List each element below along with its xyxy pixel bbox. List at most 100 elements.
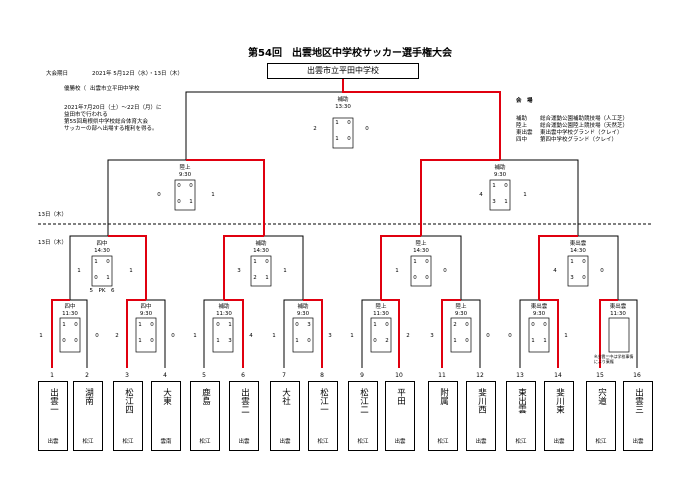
qf-total: 0	[443, 268, 447, 274]
qf-score: 0	[413, 275, 417, 281]
r1-time: 9:30	[454, 311, 468, 317]
qf-venue: 四中	[96, 241, 108, 247]
qf-score: 0	[582, 275, 586, 281]
r1-time: 11:30	[62, 311, 78, 317]
team-number: 13	[516, 372, 524, 379]
r1-time: 9:30	[296, 311, 310, 317]
final-total: 0	[365, 126, 369, 132]
venue-code: 陸上	[516, 123, 528, 129]
r1-total: 0	[508, 333, 512, 339]
r1-venue: 補助	[218, 304, 230, 310]
team-box: 東出雲松江	[506, 381, 536, 451]
r1-venue: 陸上	[455, 304, 467, 310]
team-number: 3	[125, 372, 129, 379]
qf-total: 1	[283, 268, 287, 274]
team-box: 松江四松江	[113, 381, 143, 451]
qf-total: 1	[395, 268, 399, 274]
team-region: 松江	[317, 439, 329, 445]
r1-score: 2	[453, 322, 457, 328]
qf-score: 0	[265, 259, 269, 265]
qf-score: 1	[570, 259, 574, 265]
team-region: 松江	[199, 439, 211, 445]
r1-score: 1	[531, 338, 535, 344]
r1-score: 3	[307, 322, 311, 328]
sf-score: 1	[492, 183, 496, 189]
r1-score: 0	[216, 322, 220, 328]
team-region: 松江	[357, 439, 369, 445]
page-title: 第54回 出雲地区中学校サッカー選手権大会	[248, 48, 452, 59]
team-name: 出雲三	[633, 388, 644, 414]
qf-total: 1	[129, 268, 133, 274]
qf-score: 1	[265, 275, 269, 281]
r1-venue: 四中	[140, 304, 152, 310]
team-number: 6	[241, 372, 245, 379]
r1-time: 9:30	[139, 311, 153, 317]
r1-time: 11:30	[216, 311, 232, 317]
team-box: 松江一松江	[308, 381, 338, 451]
r1-score: 1	[62, 322, 66, 328]
qf-time: 14:30	[94, 248, 110, 254]
qf-venue: 東出雲	[569, 241, 587, 247]
team-region: 松江	[122, 439, 134, 445]
team-box: 出雲三出雲	[623, 381, 653, 451]
qf-score: 1	[413, 259, 417, 265]
r1-total: 1	[350, 333, 354, 339]
team-name: 平田	[395, 388, 406, 405]
sf-venue: 陸上	[179, 165, 191, 171]
team-region: 松江	[515, 439, 527, 445]
team-number: 14	[554, 372, 562, 379]
r1-score: 0	[74, 322, 78, 328]
team-name: 松江二	[358, 388, 369, 414]
venue-name: 東出雲中学校グランド（クレイ）	[540, 130, 623, 136]
r1-score: 0	[385, 322, 389, 328]
venue-code: 補助	[516, 116, 528, 122]
venue-name: 総合運動公園補助競技場（人工芝）	[540, 116, 629, 122]
r1-total: 0	[95, 333, 99, 339]
qf-score: 0	[94, 275, 98, 281]
r1-venue: 東出雲	[609, 304, 627, 310]
day-label: 13日（木）	[38, 212, 67, 218]
qf-time: 14:30	[413, 248, 429, 254]
team-name: 斐川西	[476, 388, 487, 414]
sf-total: 1	[211, 192, 215, 198]
qf-score: 0	[582, 259, 586, 265]
team-box: 平田出雲	[385, 381, 415, 451]
team-name: 松江一	[318, 388, 329, 414]
dates-label: 大会期日	[46, 71, 69, 77]
team-name: 湖南	[83, 388, 94, 405]
r1-score: 0	[150, 322, 154, 328]
qf-time: 14:30	[253, 248, 269, 254]
team-region: 出雲	[279, 439, 291, 445]
qf-score: 1	[94, 259, 98, 265]
team-region: 出雲	[238, 439, 250, 445]
team-name: 大社	[280, 388, 291, 405]
sf-time: 9:30	[493, 172, 507, 178]
r1-score: 0	[150, 338, 154, 344]
qf-score: 0	[106, 259, 110, 265]
r1-score: 1	[543, 338, 547, 344]
team-number: 4	[163, 372, 167, 379]
r1-total: 3	[430, 333, 434, 339]
note-line: 第55回島根県中学校総合体育大会	[64, 119, 148, 125]
r1-total: 3	[328, 333, 332, 339]
team-number: 16	[633, 372, 641, 379]
team-region: 出雲	[632, 439, 644, 445]
venue-code: 四中	[516, 137, 528, 143]
final-time: 13:30	[335, 104, 351, 110]
r1-venue: 東出雲	[530, 304, 548, 310]
r1-venue: 四中	[64, 304, 76, 310]
team-region: 出雲	[475, 439, 487, 445]
team-region: 出雲	[553, 439, 565, 445]
r1-score: 0	[373, 338, 377, 344]
final-score: 0	[347, 120, 351, 126]
champion-box: 出雲市立平田中学校	[267, 63, 419, 79]
r1-venue: 補助	[297, 304, 309, 310]
r1-total: 0	[486, 333, 490, 339]
final-score: 0	[347, 136, 351, 142]
team-region: 出雲	[394, 439, 406, 445]
team-number: 2	[85, 372, 89, 379]
team-number: 10	[395, 372, 403, 379]
team-number: 8	[320, 372, 324, 379]
r1-score: 1	[295, 338, 299, 344]
qf-total: 4	[553, 268, 557, 274]
